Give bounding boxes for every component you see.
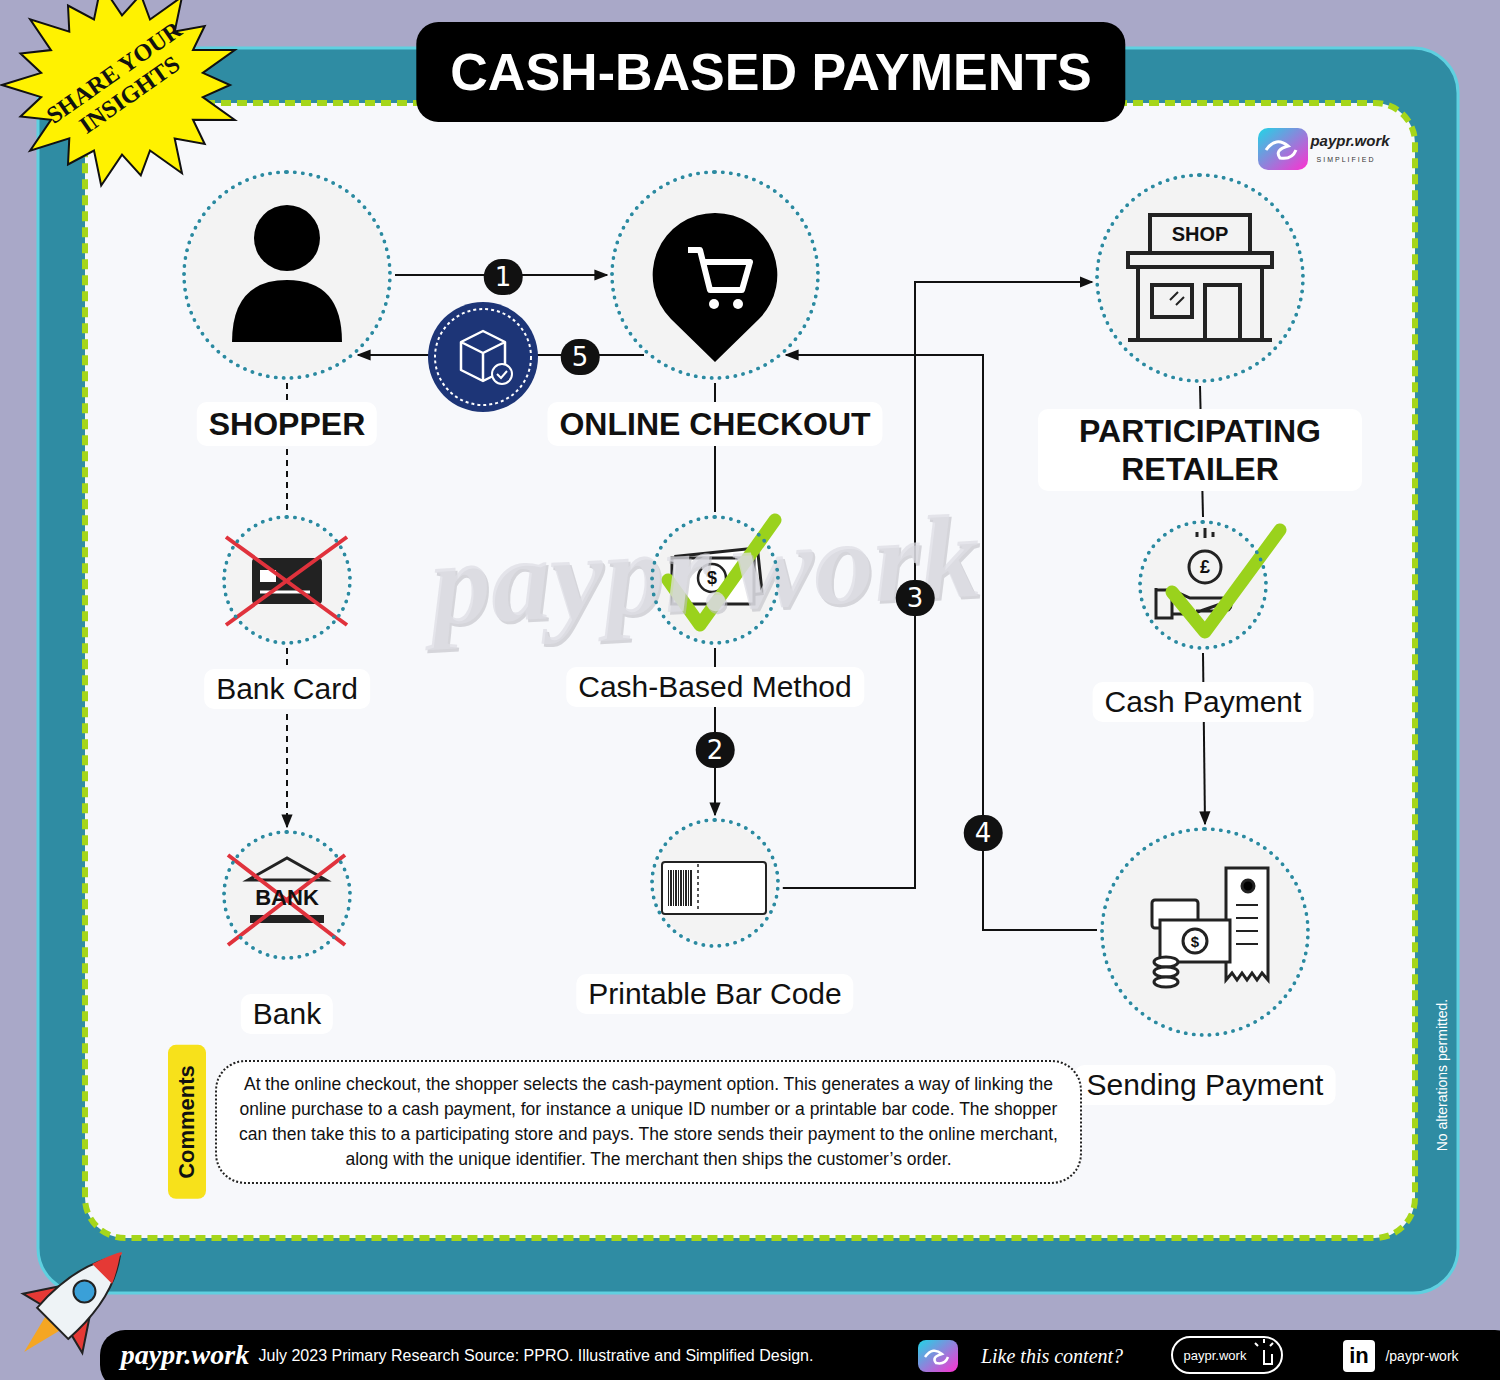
logo-scribble bbox=[1266, 142, 1296, 159]
logo-text: paypr.work bbox=[1310, 132, 1389, 149]
bank-icon bbox=[228, 855, 345, 945]
step-circle: Bank bbox=[222, 830, 352, 960]
barcode-ticket-icon bbox=[662, 862, 766, 914]
footer-logo-mark bbox=[918, 1340, 958, 1372]
node-label: Printable Bar Code bbox=[576, 974, 853, 1014]
rights-note: No alterations permitted. bbox=[1434, 999, 1450, 1152]
pointer-hand bbox=[1255, 1339, 1273, 1364]
step-circle: ONLINE CHECKOUT bbox=[610, 170, 820, 380]
link-pill bbox=[1172, 1337, 1282, 1373]
step-circle: SHOPPER bbox=[182, 170, 392, 380]
footer-logo-scribble bbox=[925, 1351, 948, 1364]
node-label: Cash-Based Method bbox=[566, 667, 864, 707]
callout-number: 2 bbox=[696, 732, 735, 768]
inner-panel bbox=[85, 103, 1415, 1238]
step-circle: Cash-Based Method bbox=[650, 515, 780, 645]
linkedin-mark: in bbox=[1349, 1343, 1369, 1369]
checkout-pin-icon bbox=[653, 213, 778, 362]
bank-sign: BANK bbox=[255, 885, 319, 911]
logo-subtext: SIMPLIFIED bbox=[1317, 156, 1376, 163]
node-label: Cash Payment bbox=[1093, 682, 1314, 722]
node-label: Sending Payment bbox=[1075, 1065, 1336, 1105]
node-label: Bank bbox=[241, 994, 333, 1034]
flow-connector bbox=[1203, 653, 1205, 824]
title-box: CASH-BASED PAYMENTS bbox=[416, 22, 1125, 122]
watermark: paypr.work bbox=[427, 487, 984, 654]
callout-number: 3 bbox=[896, 580, 935, 616]
node-heading: ONLINE CHECKOUT bbox=[547, 402, 882, 446]
callout-number: 5 bbox=[561, 339, 600, 375]
node-heading: SHOPPER bbox=[197, 402, 377, 446]
title-text: CASH-BASED PAYMENTS bbox=[450, 42, 1091, 102]
comment-text: At the online checkout, the shopper sele… bbox=[235, 1072, 1062, 1172]
link-text: paypr.work bbox=[1184, 1348, 1247, 1363]
footer-logo: paypr.work bbox=[121, 1339, 249, 1371]
step-circle: Bank Card bbox=[222, 515, 352, 645]
linkedin-square bbox=[1343, 1340, 1375, 1372]
footer-bar bbox=[100, 1330, 1500, 1380]
sending-payment-icon bbox=[1152, 868, 1268, 987]
step-circle: PARTICIPATING RETAILER bbox=[1095, 173, 1305, 383]
callout-number: 1 bbox=[484, 259, 523, 295]
step-circle: Sending Payment bbox=[1100, 827, 1310, 1037]
shop-sign: SHOP bbox=[1172, 223, 1229, 246]
node-label: Bank Card bbox=[204, 669, 370, 709]
linkedin-handle: /paypr-work bbox=[1385, 1348, 1458, 1364]
source-note: July 2023 Primary Research Source: PPRO.… bbox=[259, 1347, 814, 1365]
cash-payment-icon bbox=[1156, 528, 1280, 632]
currency-symbol: $ bbox=[1191, 933, 1199, 950]
logo-mark bbox=[1258, 128, 1308, 170]
bank-card-icon bbox=[226, 537, 347, 625]
delivery-box-icon bbox=[428, 302, 538, 412]
currency-symbol: £ bbox=[1200, 557, 1210, 578]
step-circle: Printable Bar Code bbox=[650, 818, 780, 948]
shop-icon bbox=[1128, 215, 1272, 340]
starburst bbox=[2, 0, 235, 186]
comment-tag: Comments bbox=[168, 1045, 206, 1199]
comment-box: CommentsAt the online checkout, the shop… bbox=[215, 1060, 1082, 1184]
like-prompt: Like this content? bbox=[981, 1345, 1123, 1368]
callout-number: 4 bbox=[964, 815, 1003, 851]
teal-panel bbox=[38, 48, 1458, 1293]
step-circle: Cash Payment bbox=[1138, 520, 1268, 650]
circle-grounds bbox=[186, 174, 1306, 1033]
insight-burst-text: SHARE YOUR INSIGHTS bbox=[37, 13, 207, 155]
node-heading: PARTICIPATING RETAILER bbox=[1038, 409, 1362, 491]
currency-symbol: $ bbox=[707, 568, 717, 589]
shopper-icon bbox=[232, 205, 342, 342]
